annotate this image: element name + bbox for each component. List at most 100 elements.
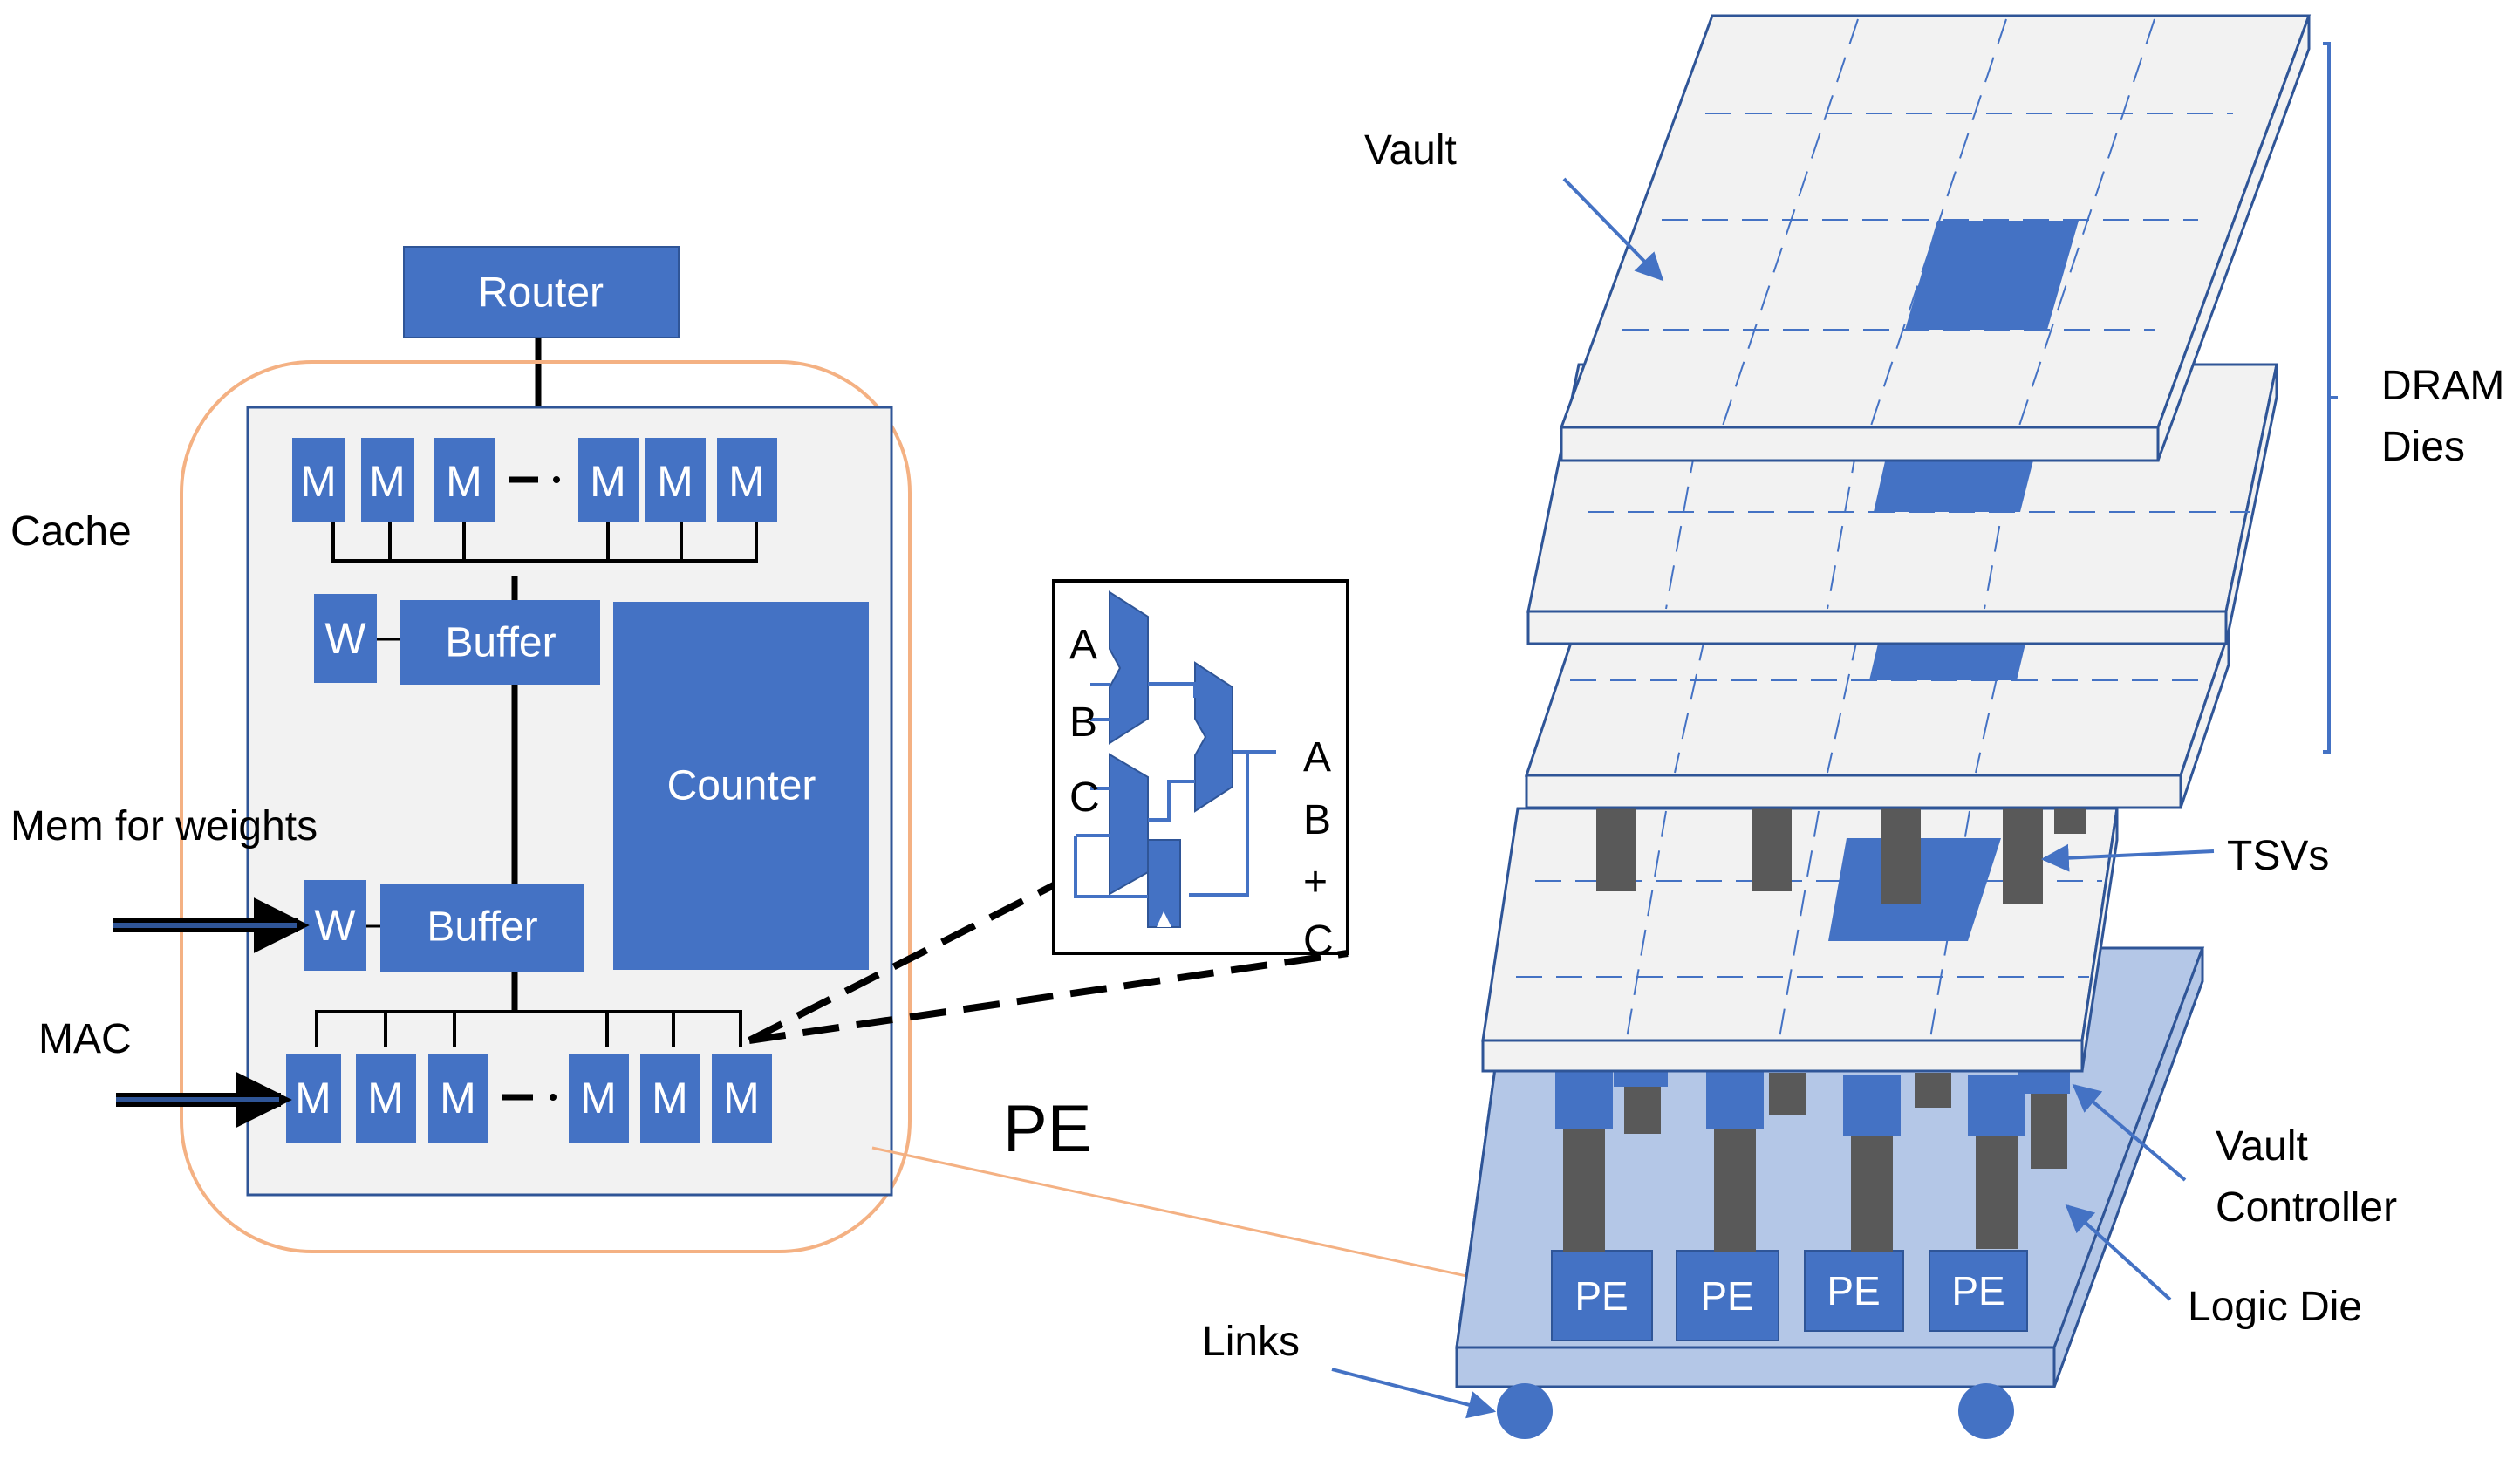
logic-pe-label: PE [1700,1273,1753,1319]
dram-die-3 [1524,631,2231,809]
mac-output-line: + [1303,859,1328,905]
zoom-line-upper [748,882,1055,1044]
mac-bus [315,1010,742,1047]
cache-m-block [645,438,706,522]
logic-die-arrow [2065,1204,2172,1301]
mac-m-label: M [367,1074,404,1122]
logic-pe-label: PE [1951,1268,2004,1313]
pe-big-label: PE [1003,1092,1091,1166]
cache-m-label: M [369,457,406,506]
mac-input-b: B [1069,699,1097,746]
vault-highlight [1874,454,2035,512]
logic-die-label: Logic Die [2188,1284,2362,1330]
logic-pe-block [1551,1250,1653,1341]
router-block: Router [403,246,680,338]
counter-block [613,602,869,970]
buffer-block-bottom [380,884,584,972]
ellipsis-dot [550,1094,557,1101]
logic-pe-block [1676,1250,1779,1341]
mac-m-block [356,1054,416,1143]
w-label-bottom: W [314,901,356,950]
tsv [1752,799,1792,891]
w-block-bottom [304,880,366,971]
mac-m-block [428,1054,488,1143]
mux-shape [1109,753,1149,896]
cache-m-block [578,438,639,522]
mac-output-line: B [1303,797,1331,843]
logic-pe-block [1804,1250,1904,1332]
cache-m-block [292,438,345,522]
dram-bracket [2323,42,2331,754]
vault-controller [1968,1075,2025,1136]
counter-label: Counter [667,763,816,809]
cache-m-label: M [300,457,337,506]
buffer-label-bottom: Buffer [427,904,537,951]
mac-input-a: A [1069,622,1097,668]
cache-m-block [434,438,495,522]
mac-label: MAC [38,1016,132,1062]
logic-pe-label: PE [1574,1273,1628,1319]
mac-m-label: M [580,1074,617,1122]
tsv [2003,799,2043,904]
mac-m-block [712,1054,772,1143]
clock-triangle [1157,911,1171,927]
tsv [1851,1136,1893,1252]
zoom-line-lower [748,950,1349,1044]
link-ball [1958,1383,2014,1439]
cache-m-label: M [446,457,482,506]
router-label: Router [478,270,604,317]
pe-callout-line [871,1146,1556,1297]
tsv [1714,1129,1756,1252]
dram-dies-label-line2: Dies [2381,424,2465,470]
mac-m-label: M [723,1074,760,1122]
mac-wires [1074,682,1276,898]
link-ball [1497,1383,1553,1439]
vault-controller [2018,1071,2070,1094]
mac-input-c: C [1069,774,1100,821]
cache-m-block [361,438,414,522]
tsv [1976,1136,2018,1249]
ellipsis-dot [553,476,560,483]
dram-die-1 [1559,14,2312,462]
logic-pe-block [1929,1250,2028,1332]
register-block [1147,839,1181,928]
mac-output-line: A [1303,734,1331,781]
dram-dies-label-line1: DRAM [2381,363,2504,409]
vault-controller [1706,1068,1764,1129]
cache-m-label: M [728,457,765,506]
vault-controllers-and-tsvs [1555,1066,2070,1252]
vault-controller [1555,1068,1613,1129]
buffer-block-top [400,600,600,685]
vault-highlight [1905,221,2079,330]
w-label-top: W [324,614,366,663]
mac-unit-detail: A B C A B + C [748,579,1349,1044]
pe-outline [180,360,912,1253]
tsvs-upper [1596,799,2086,904]
tsv [1881,799,1921,904]
cache-m-row: M M M M M M [292,438,777,522]
cache-m-label: M [657,457,693,506]
multiplier-shape [1109,590,1149,745]
tsv [1563,1129,1605,1252]
vault-label: Vault [1364,127,1457,174]
tsvs-label: TSVs [2227,833,2329,879]
buffer-label-top: Buffer [445,620,556,666]
hmc-stack: PE PE PE PE [1202,14,2504,1439]
links-arrow [1331,1368,1497,1419]
mac-m-label: M [652,1074,688,1122]
cache-m-label: M [590,457,626,506]
processing-element-diagram: Router M M M M M M [10,246,1556,1297]
vault-controller-label-line2: Controller [2216,1184,2397,1231]
tsv [1915,1073,1951,1108]
mac-m-label: M [440,1074,476,1122]
tsv [2031,1081,2067,1169]
tsvs-arrow [2040,843,2215,872]
vault-controller-arrow [2072,1083,2187,1182]
mem-for-weights-label: Mem for weights [10,803,318,849]
links-label: Links [1202,1319,1300,1365]
vault-highlight [1869,644,2025,680]
logic-pe-label: PE [1827,1268,1880,1313]
tsv [1596,799,1636,891]
cache-label: Cache [10,508,132,555]
